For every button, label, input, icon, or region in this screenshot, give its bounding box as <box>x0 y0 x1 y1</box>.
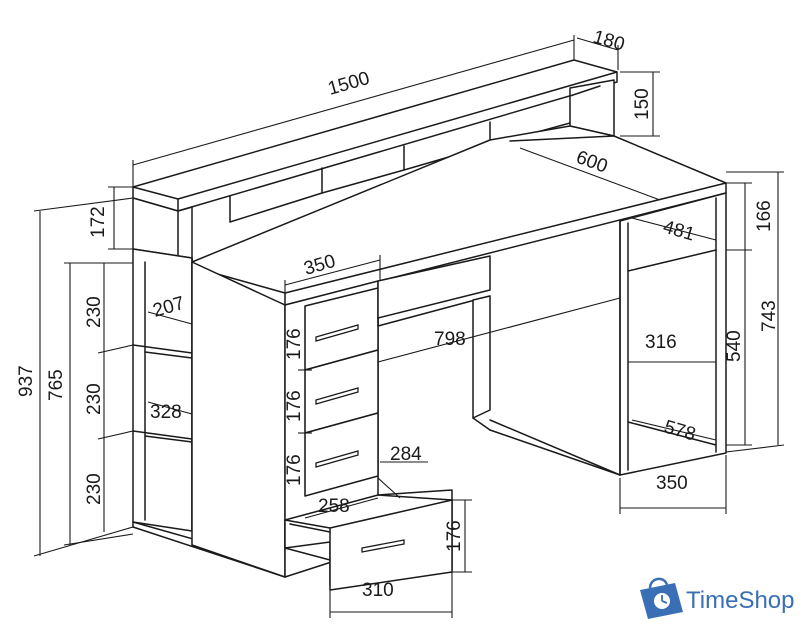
dim-shelf-gap-top: 230 <box>84 296 105 328</box>
drawer-cabinet <box>191 261 453 591</box>
dim-shelf-riser-height: 172 <box>88 206 109 238</box>
desk-drawing <box>132 59 727 591</box>
dim-shelf-depth: 180 <box>591 27 627 56</box>
dim-drawer-height-2: 176 <box>284 390 305 422</box>
shopping-bag-clock-icon <box>640 577 683 619</box>
dim-right-inner-width: 316 <box>645 332 677 353</box>
drawer-handle-1 <box>315 324 359 342</box>
dim-side-height: 765 <box>46 369 67 401</box>
dim-drawer-height-3: 176 <box>284 454 305 486</box>
dim-knee-space-width: 798 <box>434 329 466 350</box>
dimension-lines <box>33 35 785 618</box>
dim-shelf-height: 150 <box>632 88 653 120</box>
dim-shelf-gap-mid: 230 <box>84 383 105 415</box>
dim-drawer-front-width: 310 <box>362 580 394 601</box>
dim-drawer-inner-width: 258 <box>318 496 350 517</box>
knee-space-panel <box>377 255 491 431</box>
dim-right-top-gap: 166 <box>754 200 775 232</box>
dim-shelf-gap-bottom: 230 <box>84 473 105 505</box>
dim-left-shelf-depth-mid: 328 <box>150 402 182 423</box>
dim-total-height: 937 <box>16 365 37 397</box>
dim-drawer-inner-depth: 284 <box>390 444 422 465</box>
drawer-handle-2 <box>315 387 359 405</box>
open-drawer-handle <box>361 539 405 553</box>
desk-top <box>132 125 727 306</box>
brand-logo: TimeShop <box>640 577 795 619</box>
dim-drawer-height-1: 176 <box>284 328 305 360</box>
dim-drawer-front-height: 176 <box>444 520 465 552</box>
open-drawer <box>284 489 453 591</box>
brand-name: TimeShop <box>686 587 795 614</box>
dim-right-inner-height: 540 <box>724 330 745 362</box>
dim-right-base-width: 350 <box>656 473 688 494</box>
drawer-handle-3 <box>315 450 359 468</box>
top-shelf <box>132 59 618 264</box>
dim-total-width: 1500 <box>326 68 372 100</box>
dim-desk-height: 743 <box>759 300 780 332</box>
right-support <box>489 192 727 476</box>
